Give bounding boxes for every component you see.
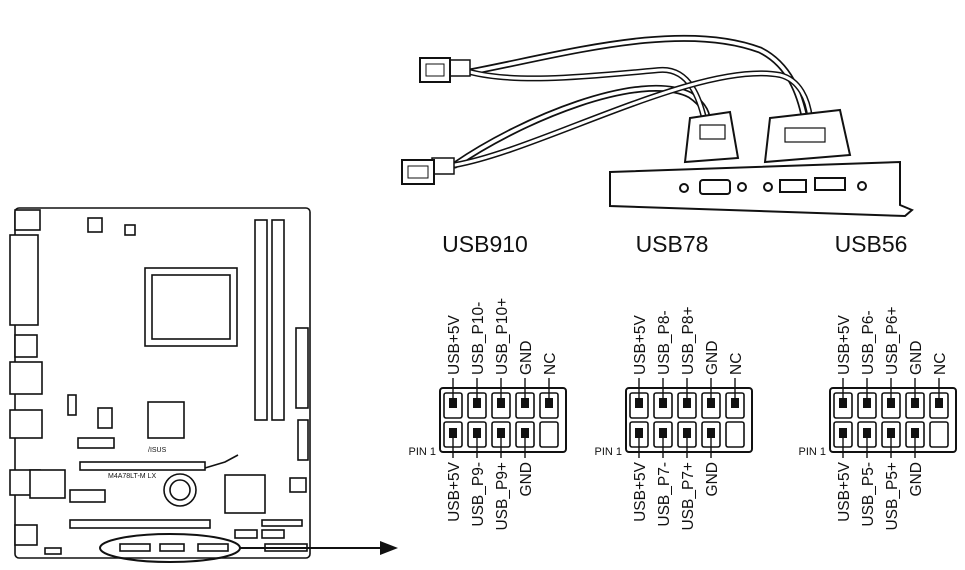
header-title: USB910 [442,231,528,257]
bottom-pin-label: GND [704,462,721,496]
top-pin-label: USB_P8- [656,310,673,375]
top-pin-label: USB_P6+ [884,306,901,375]
bottom-pin-label: USB_P9+ [494,462,511,531]
pin-contact [635,428,643,438]
pin-contact [887,428,895,438]
top-pin-label: NC [728,353,745,375]
bottom-pin-label: USB+5V [446,461,463,522]
pin1-label: PIN 1 [798,446,826,458]
top-pin-label: USB+5V [446,314,463,375]
bottom-pin-label: USB_P9- [470,462,487,527]
board-model-label: M4A78LT-M LX [108,473,156,480]
bottom-pin-label: USB_P5- [860,462,877,527]
pin-contact [521,428,529,438]
pin-contact [839,428,847,438]
pin-contact [911,428,919,438]
top-pin-label: USB+5V [836,314,853,375]
top-pin-label: USB_P10- [470,302,487,375]
pointer-arrow-icon [240,541,398,555]
rear-bracket-icon [609,108,914,218]
header-title: USB78 [636,231,709,257]
top-pin-label: GND [704,341,721,375]
top-pin-label: NC [542,353,559,375]
motherboard-icon [9,207,311,563]
bottom-pin-label: USB+5V [836,461,853,522]
bottom-pin-label: GND [518,462,535,496]
top-pin-label: GND [908,341,925,375]
pin-contact [863,428,871,438]
top-pin-label: GND [518,341,535,375]
pin-contact [473,428,481,438]
pin-cell [929,421,949,448]
pin1-label: PIN 1 [408,446,436,458]
top-pin-label: NC [932,353,949,375]
pin-contact [683,428,691,438]
board-brand-label: /ISUS [148,447,167,454]
pin-contact [659,428,667,438]
pin1-label: PIN 1 [594,446,622,458]
pin-contact [707,428,715,438]
bottom-pin-label: USB+5V [632,461,649,522]
bottom-pin-label: USB_P5+ [884,462,901,531]
usb-cable-icon [401,34,813,185]
top-pin-label: USB_P8+ [680,306,697,375]
pin-contact [497,428,505,438]
pin-cell [725,421,745,448]
bottom-pin-label: USB_P7+ [680,462,697,531]
bottom-pin-label: USB_P7- [656,462,673,527]
top-pin-label: USB_P10+ [494,298,511,375]
top-pin-label: USB_P6- [860,310,877,375]
bottom-pin-label: GND [908,462,925,496]
pin-contact [449,428,457,438]
pin-cell [539,421,559,448]
top-pin-label: USB+5V [632,314,649,375]
header-title: USB56 [835,231,908,257]
